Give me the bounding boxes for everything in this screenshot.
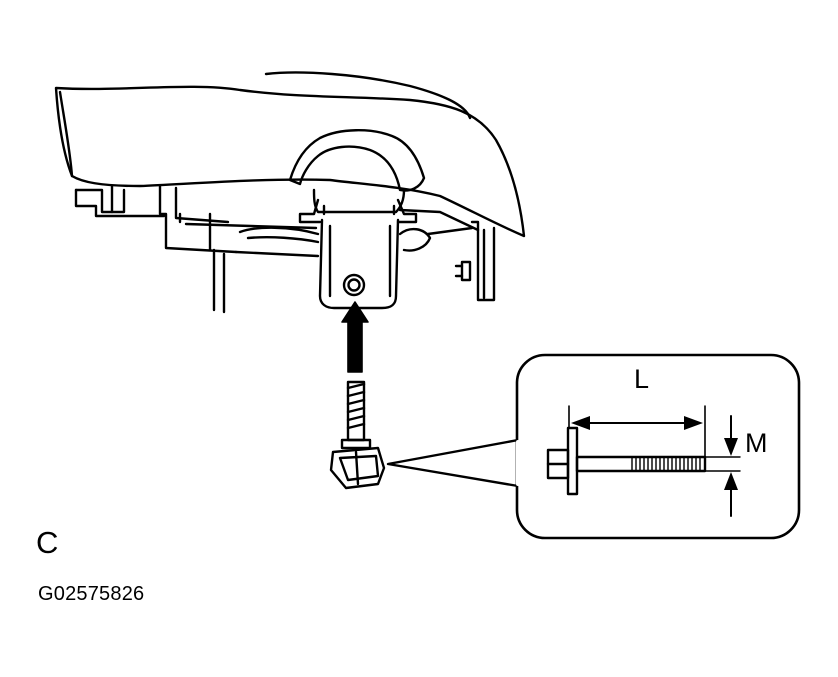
callout-pointer [386, 438, 520, 488]
seat-cushion [54, 71, 526, 238]
install-direction-arrow [341, 301, 369, 373]
diameter-label: M [745, 428, 768, 458]
flange-bolt [329, 380, 386, 490]
mounting-bracket [298, 188, 418, 310]
figure-code: G02575826 [38, 583, 145, 605]
bolt-detail-box [515, 353, 801, 540]
view-label: C [36, 525, 59, 560]
length-label: L [634, 364, 650, 394]
seat-bump [288, 129, 426, 192]
length-dimension [568, 405, 706, 457]
detail-bolt [546, 426, 707, 496]
seat-frame [74, 184, 496, 314]
diameter-dimension [705, 415, 741, 517]
